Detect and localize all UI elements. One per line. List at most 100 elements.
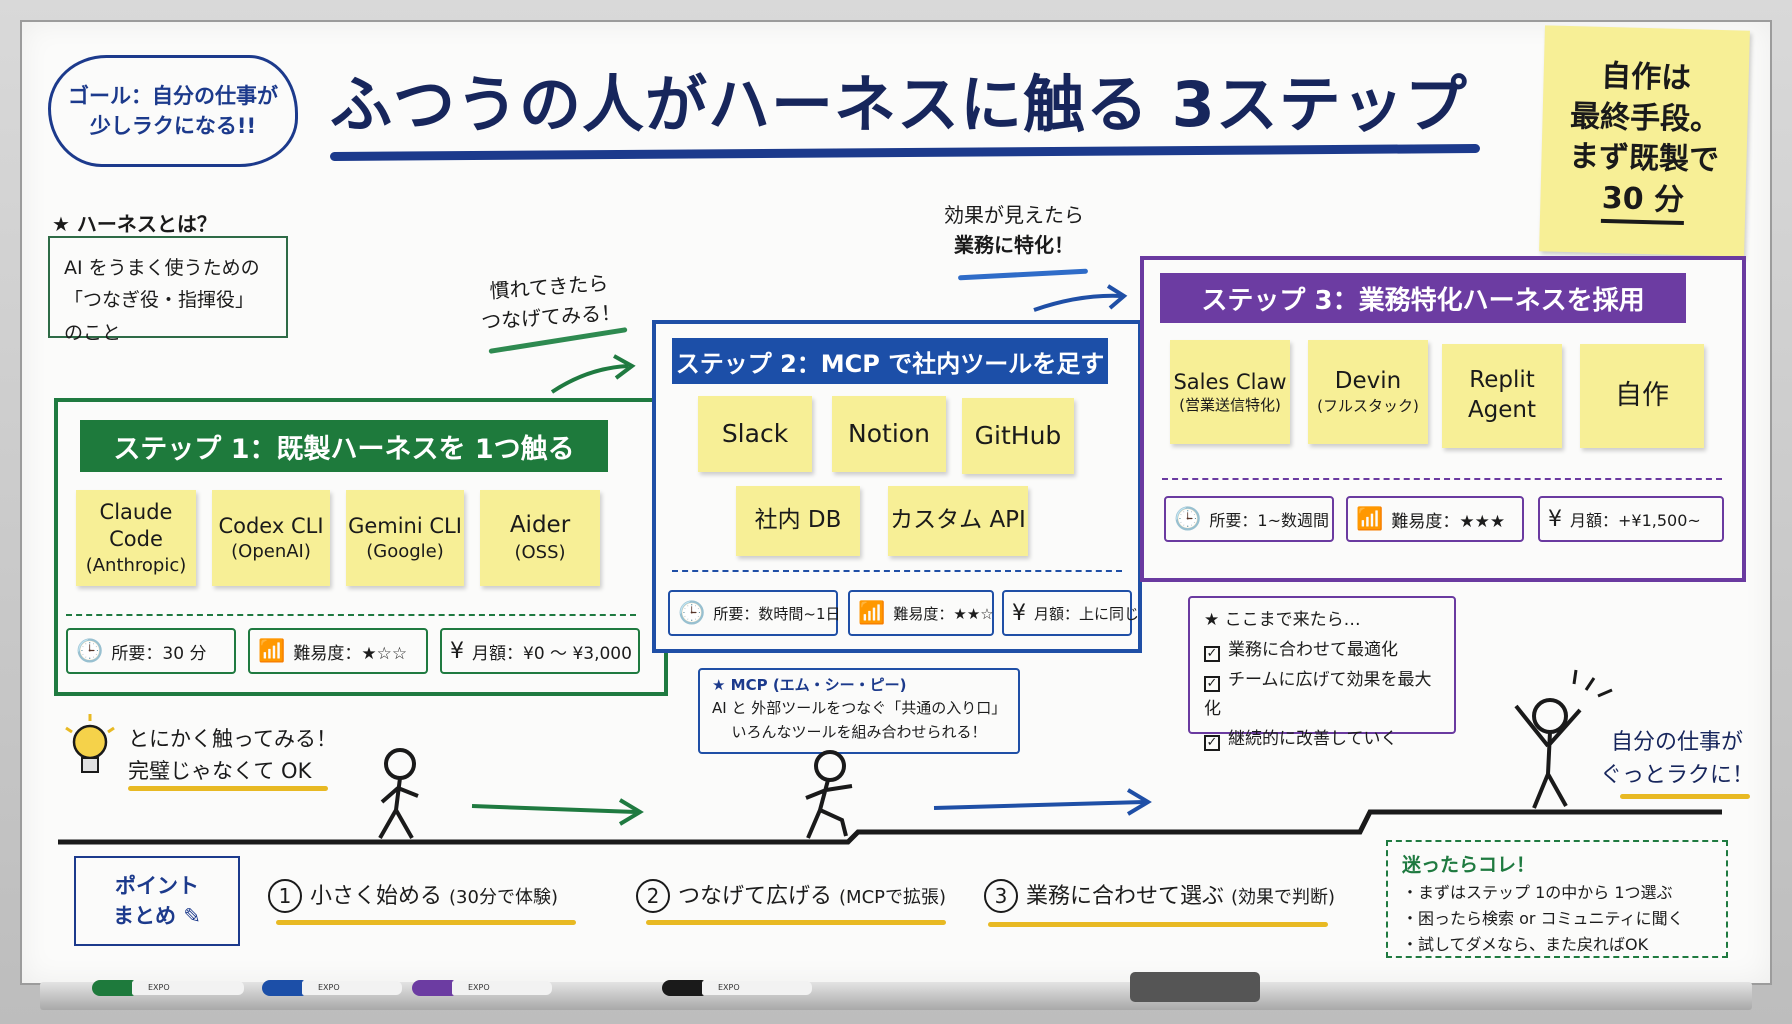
step1-tool-3: Gemini CLI (Google) [346,490,464,586]
result-highlight [1620,794,1750,799]
point-text: つなげて広げる [678,884,833,909]
lightbulb-icon [65,714,115,773]
transition-to-step2: 慣れてきたら つなげてみる！ [478,267,622,337]
checkbox-icon: ✓ [1204,645,1220,662]
step2-tool-5: カスタム API [888,486,1028,556]
tool-name: Slack [721,418,789,448]
mcp-note-line2: いろんなツールを組み合わせられる！ [731,722,987,741]
bar-chart-icon: 📶 [858,600,886,626]
point-label-line2: まとめ [113,904,177,928]
checkbox-icon: ✓ [1204,735,1220,751]
tool-name: Notion [848,418,930,448]
step1-time-text: 所要：30 分 [111,643,207,664]
if-lost-item: ・まずはステップ 1の中から 1つ選ぶ [1402,883,1673,903]
tool-sub: Agent [1467,397,1537,423]
top-sticky-note: 自作は 最終手段。 まず既製で 30 分 [1539,25,1750,257]
next-actions-heading: ★ ここまで来たら… [1204,610,1361,630]
clock-icon: 🕒 [678,600,706,626]
top-sticky-line4: 30 分 [1601,178,1685,226]
point-number: 3 [984,879,1018,913]
step2-tool-4: 社内 DB [736,486,860,556]
step1-tool-2: Codex CLI (OpenAI) [212,490,330,586]
step2-tool-2: Notion [832,396,946,472]
transition3-line1: 効果が見えたら [944,203,1084,227]
step3-time: 🕒所要：1~数週間 [1164,496,1334,542]
step3-difficulty: 📶難易度：★★★ [1346,496,1524,542]
marker-label: EXPO [132,981,244,995]
tool-name: カスタム API [890,507,1026,534]
result-text: 自分の仕事が ぐっとラクに！ [1600,726,1754,792]
step2-tool-1: Slack [698,396,812,472]
tip-line1: とにかく触ってみる！ [128,727,337,751]
step3-tool-2: Devin (フルスタック) [1308,340,1428,444]
next-action-text: チームに広げて効果を最大化 [1204,669,1432,720]
step1-divider [66,614,636,616]
next-action-text: 業務に合わせて最適化 [1228,639,1398,660]
next-action-item: ✓ 継続的に改善していく [1204,725,1440,755]
step3-tool-3: Replit Agent [1442,344,1562,448]
step3-tool-4: 自作 [1580,344,1704,448]
marker-label: EXPO [302,981,402,995]
tip-highlight [128,786,328,791]
step2-title: ステップ 2：MCP で社内ツールを足す [672,338,1108,384]
arrow-to-step3 [1033,284,1128,312]
next-actions-box: ★ ここまで来たら… ✓ 業務に合わせて最適化 ✓チームに広げて効果を最大化 ✓ 継… [1188,596,1456,751]
step3-cost-text: 月額：+¥1,500~ [1570,511,1701,530]
bar-chart-icon: 📶 [258,638,286,664]
pencil-icon: ✎ [183,904,201,928]
step1-time: 🕒所要：30 分 [66,628,236,674]
step2-difficulty: 📶 難易度：★★☆ [848,590,994,636]
tool-sub: (OpenAI) [231,540,311,562]
step2-time: 🕒所要：数時間~1日 [668,590,841,636]
purple-marker[interactable]: EXPO [412,980,552,996]
tool-name: Replit [1469,367,1535,394]
step1-cost-text: 月額：¥0 ～ ¥3,000 [472,643,632,664]
step2-cost-text: 月額：上に同じ [1034,604,1140,623]
harness-heading: ★ ハーネスとは？ [52,212,217,236]
yen-icon: ¥ [1012,600,1026,626]
step1-tool-1: Claude Code (Anthropic) [76,490,196,586]
summary-point-3: 3 業務に合わせて選ぶ (効果で判断) [984,878,1335,913]
black-marker[interactable]: EXPO [662,980,812,996]
point-number: 1 [268,879,302,913]
top-sticky-line1: 自作は [1600,58,1692,97]
step1-title: ステップ 1：既製ハーネスを 1つ触る [80,420,608,472]
tool-name: Codex CLI [218,513,324,538]
step2-cost: ¥ 月額：上に同じ [1002,590,1139,636]
tool-name: GitHub [974,420,1062,450]
step3-time-text: 所要：1~数週間 [1209,511,1329,530]
tool-sub: (Anthropic) [85,554,187,576]
arrow-to-step2 [550,354,636,394]
point-label-line1: ポイント [114,873,199,898]
step3-title: ステップ 3：業務特化ハーネスを採用 [1160,273,1686,323]
summary-highlight-3 [988,922,1328,927]
point-text: 業務に合わせて選ぶ [1026,884,1225,909]
tip-line2: 完璧じゃなくて OK [128,758,312,783]
if-lost-item: ・試してダメなら、また戻ればOK [1402,934,1649,954]
marker-label: EXPO [702,981,812,995]
blue-marker[interactable]: EXPO [262,980,402,996]
next-action-text: 継続的に改善していく [1228,729,1398,749]
tool-name: 社内 DB [754,507,842,534]
tool-sub: (フルスタック) [1317,397,1419,416]
tip-text: とにかく触ってみる！ 完璧じゃなくて OK [128,724,337,787]
tool-sub: (営業送信特化) [1179,395,1281,414]
top-sticky-line2: 最終手段。 [1569,98,1721,138]
point-number: 2 [636,879,670,913]
tool-sub: (Google) [366,540,444,562]
next-action-item: ✓チームに広げて効果を最大化 [1204,666,1440,726]
point-summary-label: ポイント まとめ ✎ [74,856,240,946]
point-note: (効果で判断) [1231,887,1336,908]
step2-difficulty-text: 難易度：★★☆ [893,604,994,623]
step1-tool-4: Aider (OSS) [480,490,600,586]
transition3-line2: 業務に特化！ [954,233,1074,257]
step2-tool-3: GitHub [962,398,1074,474]
tool-name: Aider [509,512,571,539]
green-marker[interactable]: EXPO [92,980,244,996]
step3-difficulty-text: 難易度：★★★ [1391,511,1506,532]
eraser[interactable] [1130,972,1260,1002]
step1-difficulty-text: 難易度：★☆☆ [293,643,408,664]
result-line1: 自分の仕事が [1611,730,1744,755]
